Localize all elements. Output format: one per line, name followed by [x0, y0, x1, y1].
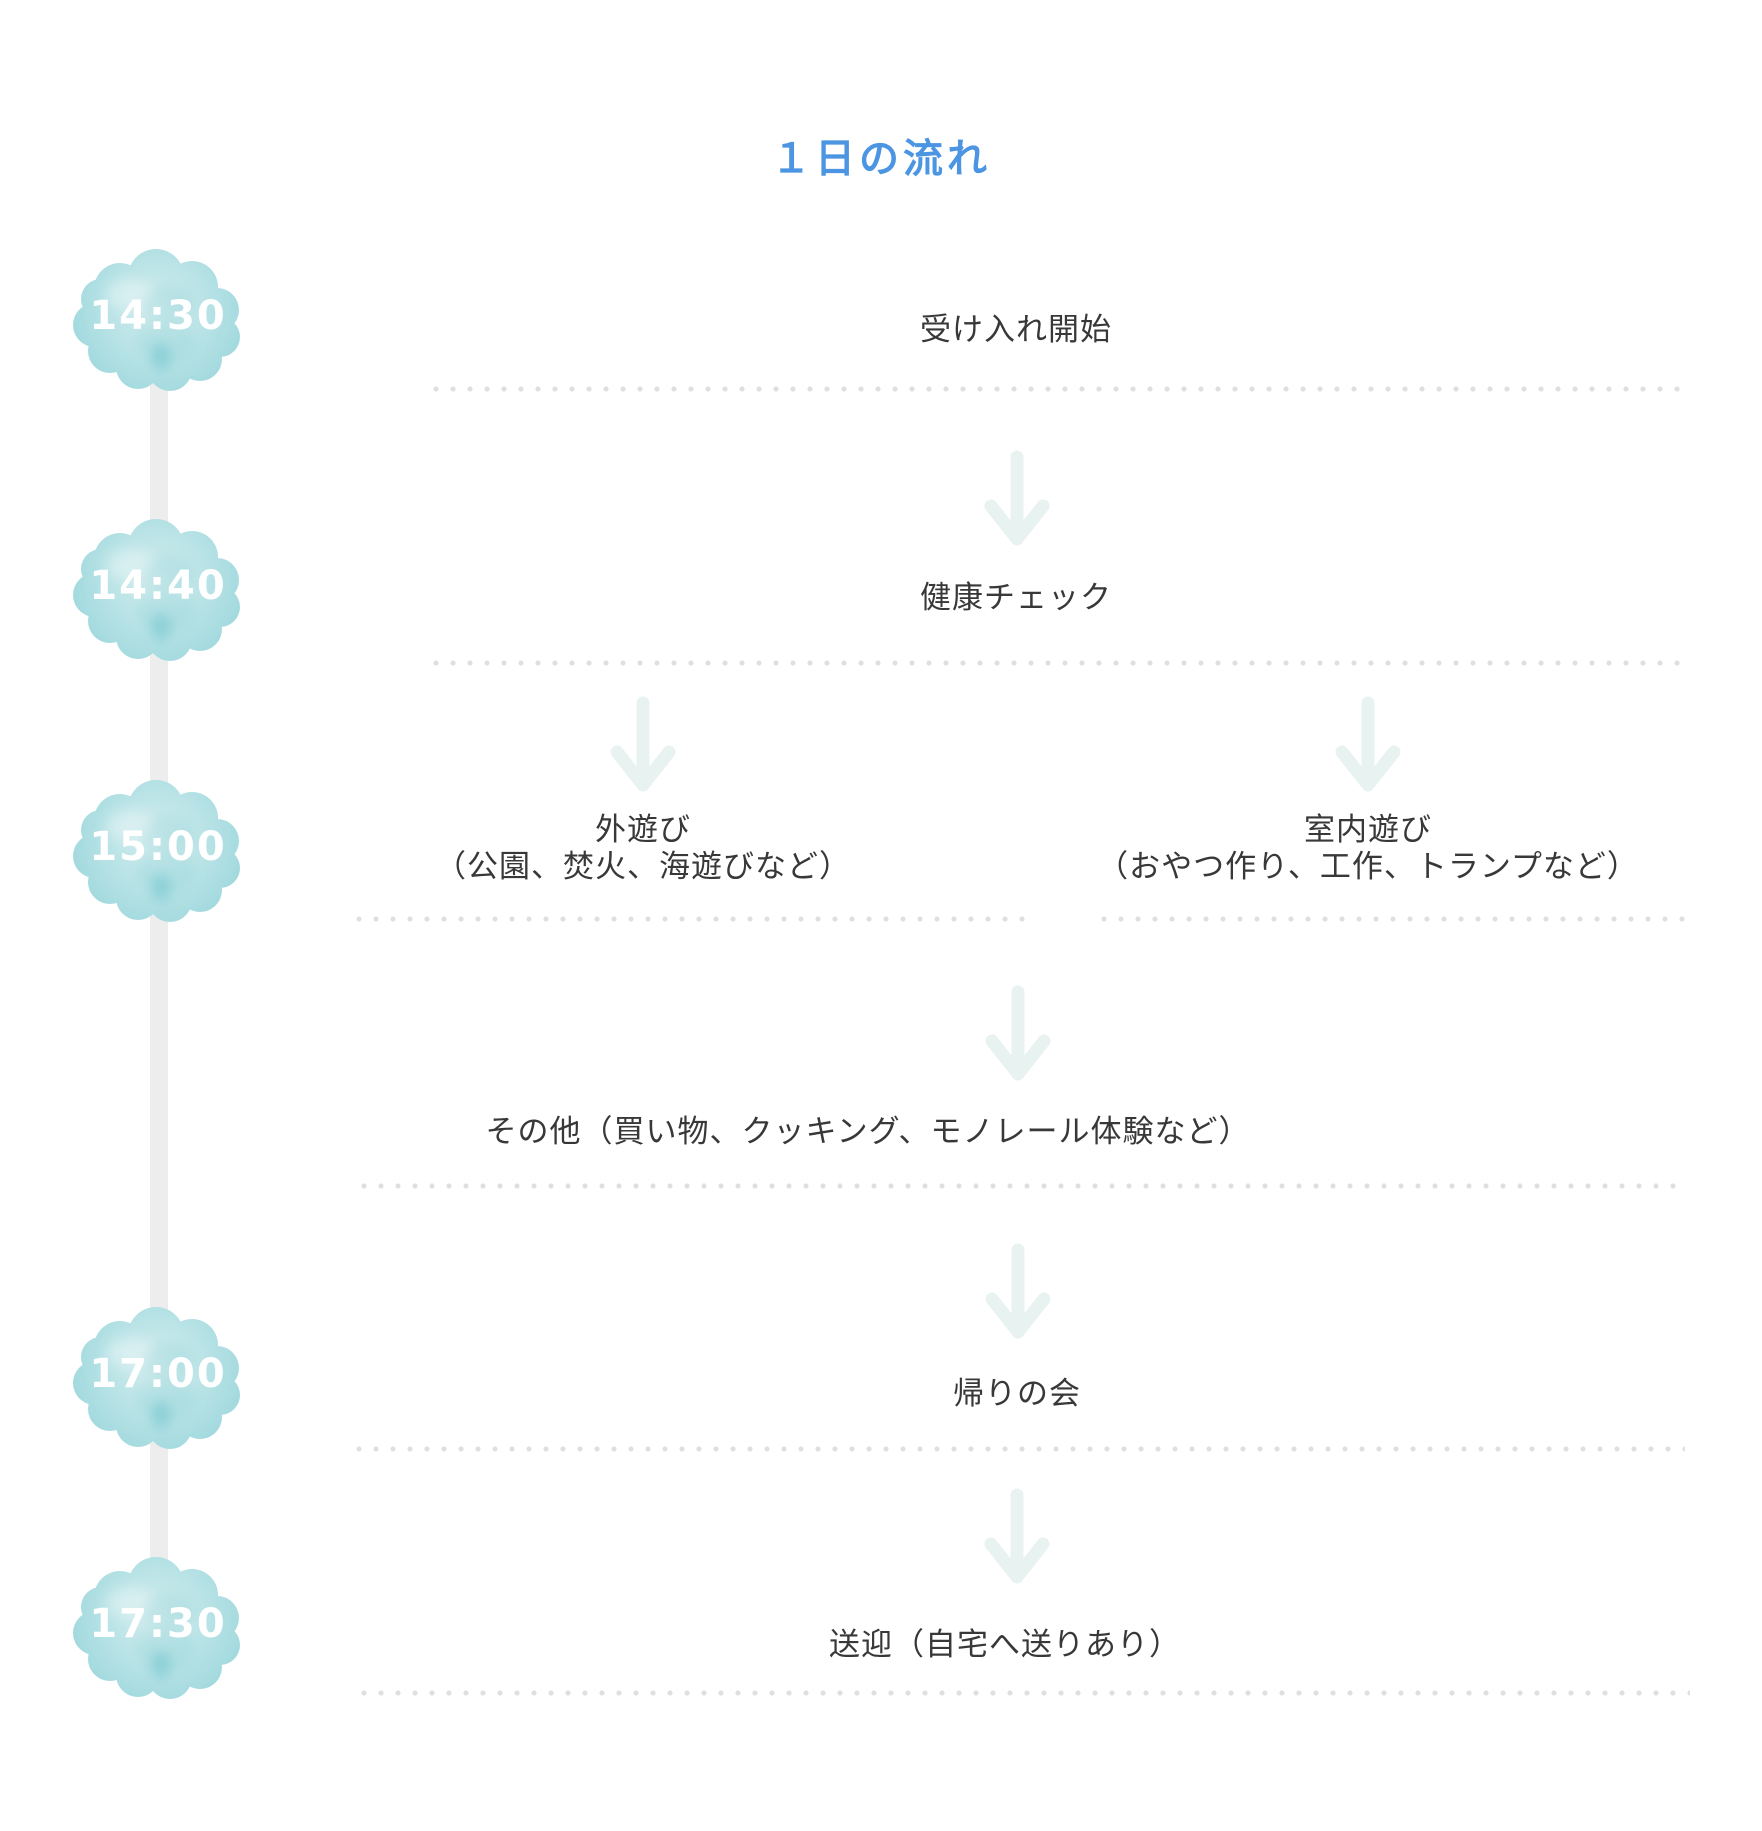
time-badge-1500: 15:00 — [68, 776, 248, 926]
down-arrow-icon — [983, 985, 1053, 1085]
time-label: 15:00 — [89, 824, 226, 870]
down-arrow-left-branch-icon — [608, 696, 678, 796]
down-arrow-icon — [982, 450, 1052, 550]
cloud-icon: 17:00 — [68, 1303, 248, 1453]
step-health-check-label: 健康チェック — [920, 580, 1112, 616]
time-badge-1730: 17:30 — [68, 1553, 248, 1703]
step-reception-label: 受け入れ開始 — [920, 312, 1112, 348]
time-badge-1440: 14:40 — [68, 515, 248, 665]
time-badge-1700: 17:00 — [68, 1303, 248, 1453]
dotted-divider — [432, 385, 1688, 393]
step-closing-label: 帰りの会 — [953, 1376, 1081, 1412]
branch-outdoor-detail: （公園、焚火、海遊びなど） — [435, 849, 851, 885]
down-arrow-icon — [983, 1243, 1053, 1343]
step-other-label: その他（買い物、クッキング、モノレール体験など） — [485, 1114, 1251, 1150]
cloud-icon: 17:30 — [68, 1553, 248, 1703]
branch-outdoor-label: 外遊び （公園、焚火、海遊びなど） — [435, 812, 851, 886]
branch-indoor-detail: （おやつ作り、工作、トランプなど） — [1097, 849, 1639, 885]
step-pickup-label: 送迎（自宅へ送りあり） — [829, 1627, 1181, 1663]
down-arrow-right-branch-icon — [1333, 696, 1403, 796]
cloud-icon: 14:40 — [68, 515, 248, 665]
time-label: 17:30 — [89, 1601, 226, 1647]
dotted-divider-left — [355, 915, 1030, 923]
page-title: １日の流れ — [771, 136, 991, 182]
dotted-divider — [355, 1445, 1685, 1453]
dotted-divider — [360, 1182, 1685, 1190]
down-arrow-icon — [982, 1488, 1052, 1588]
time-label: 14:30 — [89, 293, 226, 339]
time-label: 17:00 — [89, 1351, 226, 1397]
time-badge-1430: 14:30 — [68, 245, 248, 395]
branch-indoor-label: 室内遊び （おやつ作り、工作、トランプなど） — [1097, 812, 1639, 886]
time-label: 14:40 — [89, 563, 226, 609]
dotted-divider — [432, 659, 1688, 667]
branch-indoor-title: 室内遊び — [1304, 812, 1432, 848]
dotted-divider — [360, 1689, 1690, 1697]
cloud-icon: 14:30 — [68, 245, 248, 395]
dotted-divider-right — [1100, 915, 1688, 923]
branch-outdoor-title: 外遊び — [595, 812, 691, 848]
cloud-icon: 15:00 — [68, 776, 248, 926]
